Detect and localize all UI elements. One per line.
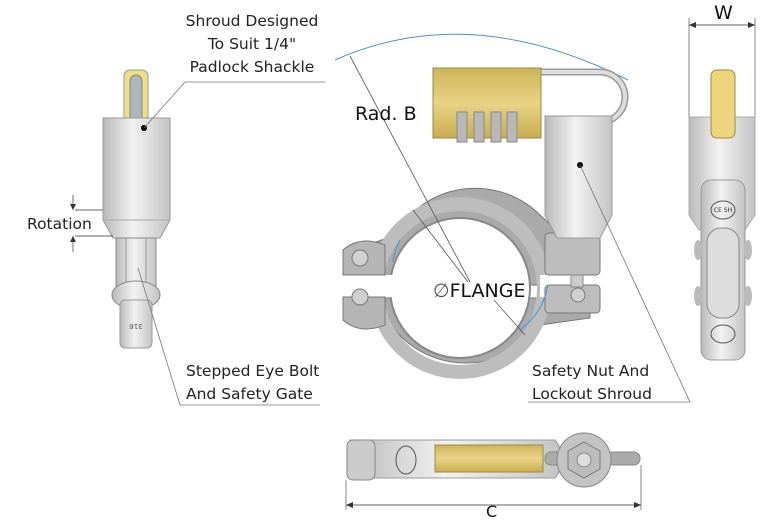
callout-line: Lockout Shroud	[532, 385, 652, 403]
radius-label: Rad. B	[355, 103, 417, 125]
safety-nut-callout: Safety Nut And Lockout Shroud	[532, 360, 652, 406]
front-view	[334, 33, 691, 403]
length-dimension-label: C	[486, 502, 498, 521]
rotation-label: Rotation	[27, 215, 92, 233]
callout-line: To Suit 1/4"	[207, 35, 297, 53]
side-view	[688, 18, 756, 361]
callout-line: Padlock Shackle	[189, 58, 315, 76]
top-view	[345, 432, 642, 510]
callout-line: Stepped Eye Bolt	[186, 362, 320, 380]
width-dimension-label: W	[714, 2, 733, 24]
ce-sh-marking: CE SH	[714, 207, 732, 214]
diameter-symbol: ∅	[433, 280, 450, 302]
shroud-callout: Shroud Designed To Suit 1/4" Padlock Sha…	[172, 10, 332, 79]
eye-bolt-callout: Stepped Eye Bolt And Safety Gate	[186, 360, 319, 406]
callout-line: Safety Nut And	[532, 362, 650, 380]
flange-label: ∅FLANGE	[433, 280, 525, 303]
callout-line: Shroud Designed	[185, 12, 319, 30]
left-view	[102, 69, 171, 349]
tag-marking: 316	[129, 322, 143, 330]
callout-line: And Safety Gate	[186, 385, 313, 403]
flange-text: FLANGE	[449, 280, 526, 302]
